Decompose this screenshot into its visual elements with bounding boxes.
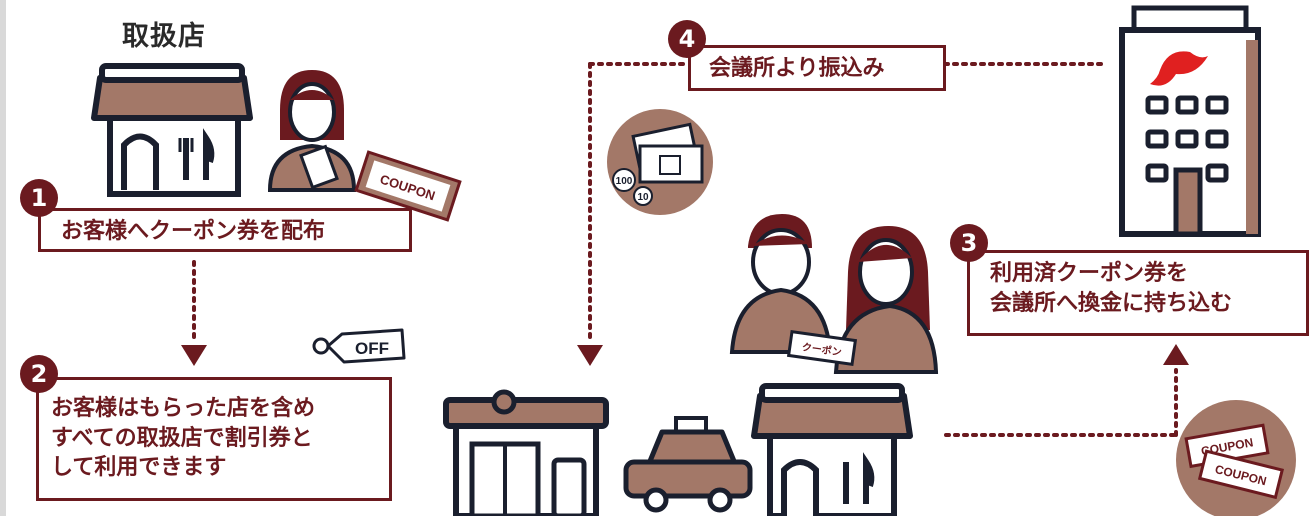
left-edge (0, 0, 6, 516)
step-1-label: お客様へクーポン券を配布 (38, 208, 412, 252)
arrow-up (1163, 344, 1189, 365)
arrow-down-1 (181, 345, 207, 366)
coupons-icon: COUPON COUPON (1176, 400, 1296, 516)
step-4-label: 会議所より振込み (688, 45, 946, 91)
arrow-down-2 (577, 345, 603, 366)
clerk-icon (267, 70, 357, 192)
step-2-line-2: すべての取扱店で割引券と (51, 425, 313, 451)
step-4-badge: 4 (668, 20, 706, 58)
office-building-icon (1119, 5, 1261, 237)
step-2-badge: 2 (20, 355, 58, 393)
step-2-line-3: して利用できます (51, 455, 227, 481)
step-3-line-1: 利用済クーポン券を (990, 261, 1189, 286)
store-icon-2 (751, 383, 913, 516)
step-3-label: 利用済クーポン券を 会議所へ換金に持ち込む (967, 250, 1309, 336)
coin-10-text: 10 (637, 192, 649, 203)
money-icon: 100 10 (607, 109, 713, 215)
off-text: OFF (355, 339, 389, 358)
logo-icon (1150, 51, 1208, 86)
step-3-badge: 3 (950, 224, 988, 262)
off-tag-icon: OFF (312, 328, 406, 364)
step-1-text: お客様へクーポン券を配布 (61, 219, 326, 244)
coin-100-text: 100 (616, 176, 633, 187)
step-1-badge: 1 (20, 179, 58, 217)
step-2-label: お客様はもらった店を含め すべての取扱店で割引券と して利用できます (36, 377, 392, 501)
step-3-line-2: 会議所へ換金に持ち込む (990, 290, 1233, 316)
store-title: 取扱店 (122, 21, 206, 52)
store-icon (91, 63, 253, 197)
taxi-icon (623, 416, 753, 513)
flow-lines (192, 62, 1178, 437)
step-4-text: 会議所より振込み (709, 56, 885, 81)
customers-exchange-icon: クーポン (729, 214, 939, 374)
coupon-ticket-1: COUPON (354, 150, 462, 222)
step-2-line-1: お客様はもらった店を含め (51, 396, 316, 421)
convenience-store-icon (443, 389, 609, 516)
